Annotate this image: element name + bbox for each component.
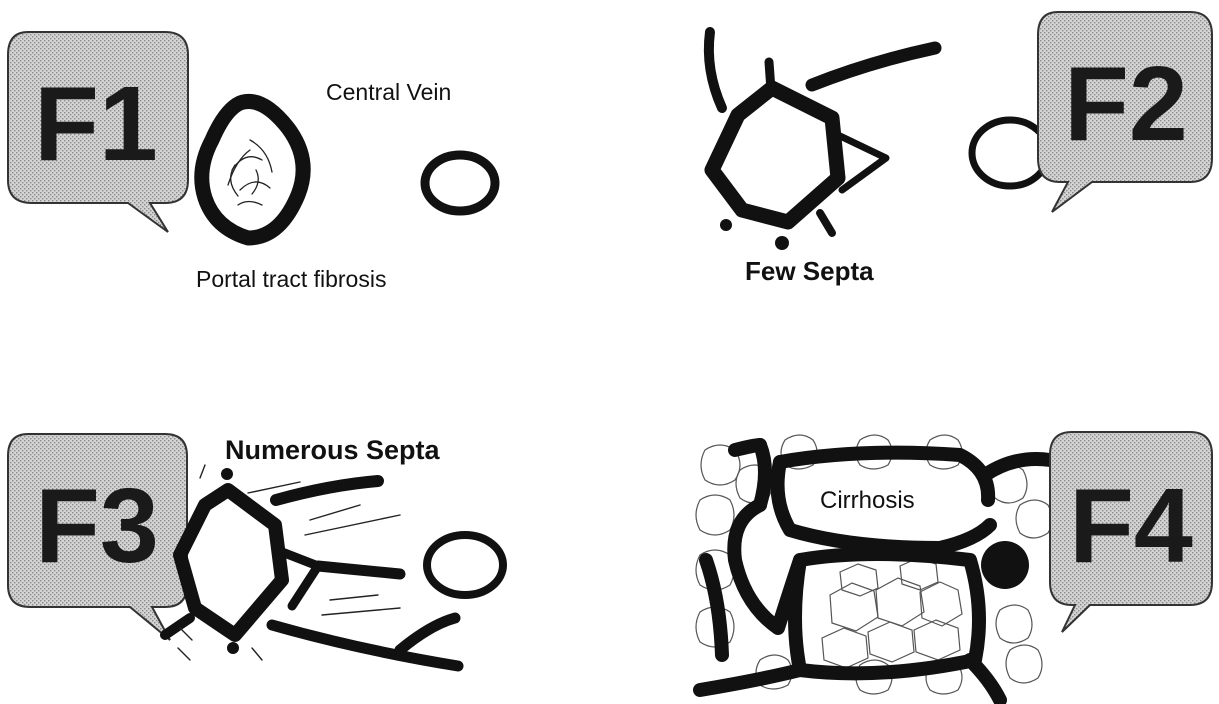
label-few-septa: Few Septa (745, 256, 874, 286)
central-vein-f1 (425, 155, 495, 211)
stage-bubble-f1: F1 (8, 32, 188, 232)
panel-f3: Numerous Septa F3 (8, 434, 503, 666)
panel-f1: F1 Central Vein Portal tract fibrosis (8, 32, 495, 292)
label-portal-tract-fibrosis: Portal tract fibrosis (196, 266, 386, 292)
cirrhosis-tissue-f4 (696, 435, 1052, 700)
label-central-vein: Central Vein (326, 79, 451, 105)
label-cirrhosis: Cirrhosis (820, 487, 915, 514)
stage-label-f1: F1 (34, 65, 158, 183)
stage-label-f4: F4 (1069, 467, 1193, 585)
panel-f4: Cirrhosis F4 (696, 432, 1212, 700)
panel-f2: F2 Few Septa (709, 12, 1212, 286)
central-vein-f3 (427, 535, 503, 595)
stage-label-f3: F3 (35, 467, 159, 585)
central-vein-f2 (972, 120, 1048, 186)
stage-bubble-f4: F4 (1050, 432, 1212, 632)
stage-label-f2: F2 (1064, 45, 1188, 163)
portal-tract-f2 (709, 32, 935, 250)
stage-bubble-f2: F2 (1038, 12, 1212, 212)
label-numerous-septa: Numerous Septa (225, 435, 441, 465)
portal-tract-f3 (165, 465, 458, 666)
portal-tract-f1 (202, 101, 303, 238)
stage-bubble-f3: F3 (8, 434, 187, 640)
